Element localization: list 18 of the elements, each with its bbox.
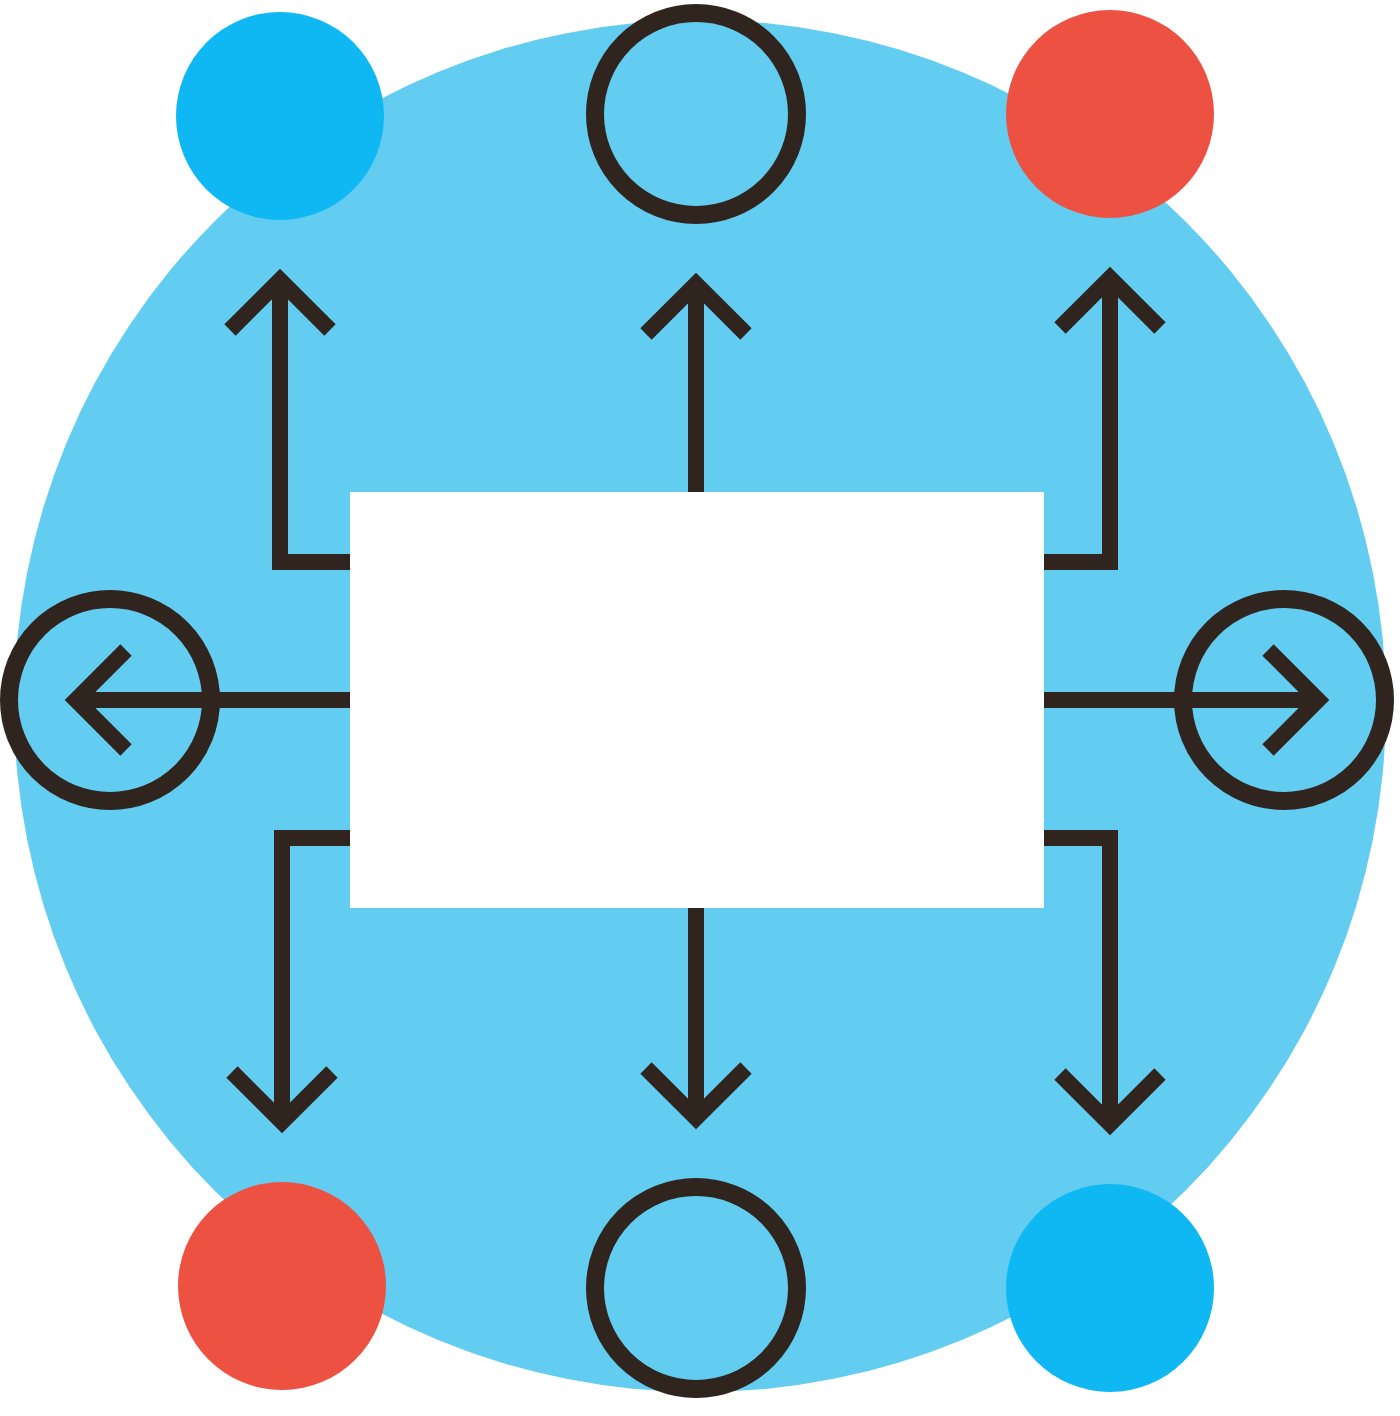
- elbow-arrow: [224, 830, 350, 1130]
- elbow-arrow: [1044, 830, 1168, 1132]
- ring: [586, 4, 806, 224]
- elbow-arrow: [1044, 270, 1168, 570]
- ring: [586, 1178, 806, 1398]
- disc: [1006, 1184, 1214, 1392]
- ring: [1174, 590, 1394, 810]
- arrow: [68, 642, 350, 758]
- arrow: [1044, 642, 1326, 758]
- ring: [0, 590, 220, 810]
- disc: [178, 1182, 386, 1390]
- disc: [1006, 10, 1214, 218]
- arrow: [638, 908, 754, 1126]
- elbow-arrow: [222, 272, 350, 570]
- background-disc: [14, 20, 1386, 1392]
- arrow: [638, 276, 754, 492]
- disc: [176, 12, 384, 220]
- blank-panel: [350, 492, 1044, 908]
